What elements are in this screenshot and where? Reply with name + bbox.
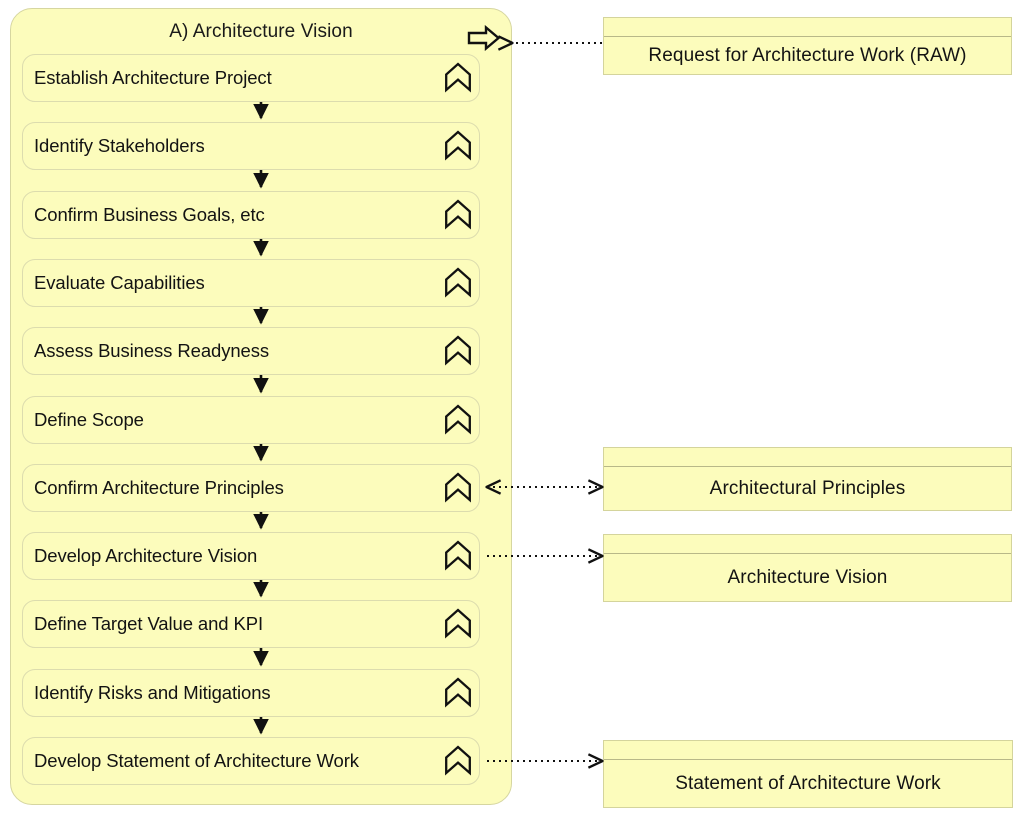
document-label: Request for Architecture Work (RAW) bbox=[648, 44, 967, 66]
process-chevron-up-icon bbox=[445, 745, 471, 776]
step-develop-statement-of-architecture-work[interactable]: Develop Statement of Architecture Work bbox=[22, 737, 480, 785]
step-define-target-value-and-kpi[interactable]: Define Target Value and KPI bbox=[22, 600, 480, 648]
process-chevron-up-icon bbox=[445, 677, 471, 708]
step-label: Define Scope bbox=[34, 409, 144, 430]
document-label: Architecture Vision bbox=[727, 566, 888, 588]
process-chevron-up-icon bbox=[445, 540, 471, 571]
document-header-band bbox=[604, 535, 1011, 554]
step-label: Identify Stakeholders bbox=[34, 135, 205, 156]
document-architectural-principles[interactable]: Architectural Principles bbox=[603, 447, 1012, 511]
process-chevron-up-icon bbox=[445, 335, 471, 366]
step-label: Develop Architecture Vision bbox=[34, 545, 258, 566]
process-chevron-up-icon bbox=[445, 404, 471, 435]
step-establish-architecture-project[interactable]: Establish Architecture Project bbox=[22, 54, 480, 102]
step-confirm-business-goals[interactable]: Confirm Business Goals, etc bbox=[22, 191, 480, 239]
step-label: Develop Statement of Architecture Work bbox=[34, 750, 359, 771]
document-architecture-vision[interactable]: Architecture Vision bbox=[603, 534, 1012, 602]
process-arrow-right-icon bbox=[467, 25, 501, 51]
process-chevron-up-icon bbox=[445, 199, 471, 230]
step-identify-stakeholders[interactable]: Identify Stakeholders bbox=[22, 122, 480, 170]
document-statement-of-architecture-work[interactable]: Statement of Architecture Work bbox=[603, 740, 1013, 808]
process-chevron-up-icon bbox=[445, 267, 471, 298]
document-label: Statement of Architecture Work bbox=[675, 772, 941, 794]
process-chevron-up-icon bbox=[445, 608, 471, 639]
document-header-band bbox=[604, 448, 1011, 467]
step-confirm-architecture-principles[interactable]: Confirm Architecture Principles bbox=[22, 464, 480, 512]
step-label: Assess Business Readyness bbox=[34, 340, 270, 361]
page-title: A) Architecture Vision bbox=[169, 21, 353, 42]
step-label: Confirm Business Goals, etc bbox=[34, 204, 265, 225]
step-identify-risks-and-mitigations[interactable]: Identify Risks and Mitigations bbox=[22, 669, 480, 717]
document-request-for-architecture-work[interactable]: Request for Architecture Work (RAW) bbox=[603, 17, 1012, 75]
step-label: Identify Risks and Mitigations bbox=[34, 682, 271, 703]
process-chevron-up-icon bbox=[445, 62, 471, 93]
document-label: Architectural Principles bbox=[709, 477, 906, 499]
step-develop-architecture-vision[interactable]: Develop Architecture Vision bbox=[22, 532, 480, 580]
step-label: Establish Architecture Project bbox=[34, 67, 272, 88]
process-chevron-up-icon bbox=[445, 130, 471, 161]
step-label: Evaluate Capabilities bbox=[34, 272, 205, 293]
step-label: Define Target Value and KPI bbox=[34, 613, 264, 634]
step-assess-business-readyness[interactable]: Assess Business Readyness bbox=[22, 327, 480, 375]
step-evaluate-capabilities[interactable]: Evaluate Capabilities bbox=[22, 259, 480, 307]
process-chevron-up-icon bbox=[445, 472, 471, 503]
document-header-band bbox=[604, 18, 1011, 37]
step-define-scope[interactable]: Define Scope bbox=[22, 396, 480, 444]
document-header-band bbox=[604, 741, 1012, 760]
step-label: Confirm Architecture Principles bbox=[34, 477, 284, 498]
